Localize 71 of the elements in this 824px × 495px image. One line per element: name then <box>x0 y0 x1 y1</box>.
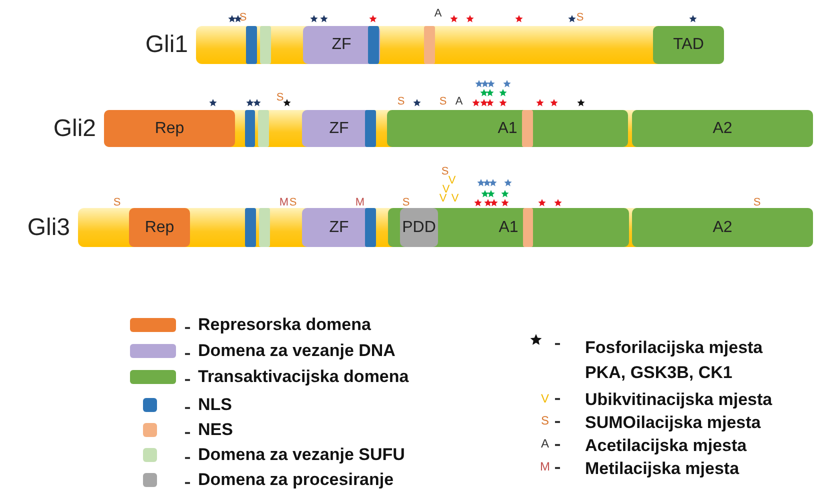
transactivation-domain <box>632 208 813 247</box>
legend-text: Domena za procesiranje <box>198 470 394 490</box>
domain-label: A2 <box>712 218 732 236</box>
repressor-domain <box>129 208 190 247</box>
acetylation-mark: A <box>434 8 442 20</box>
sumoylation-mark: S <box>113 198 121 208</box>
sufu-binding-segment <box>259 208 270 247</box>
sumoylation-mark: S <box>753 198 761 208</box>
ubiquitination-mark: V <box>451 194 459 204</box>
transactivation-domain <box>632 110 813 147</box>
sumoylation-mark: S <box>402 198 410 208</box>
domain-label: ZF <box>329 120 349 138</box>
domain-label: ZF <box>332 36 352 54</box>
nls-segment <box>246 26 257 64</box>
legend-text: NLS <box>198 395 232 415</box>
legend-text: Domena za vezanje SUFU <box>198 445 405 465</box>
nes-segment <box>424 26 435 64</box>
legend-text: Domena za vezanje DNA <box>198 341 396 361</box>
zinc-finger-domain <box>303 26 380 64</box>
protein-name: Gli1 <box>145 31 188 59</box>
domain-label: A1 <box>498 218 518 236</box>
legend-symbol: M <box>540 462 550 472</box>
methylation-mark: M <box>279 198 289 208</box>
sumoylation-mark: S <box>441 166 449 178</box>
processing-domain <box>400 208 438 247</box>
sumoylation-mark: S <box>276 92 284 104</box>
acetylation-mark: A <box>455 96 463 108</box>
legend-text: Represorska domena <box>198 315 371 335</box>
domain-label: TAD <box>673 36 704 54</box>
legend-symbol: S <box>541 416 549 426</box>
domain-label: A1 <box>498 120 518 138</box>
nls-segment <box>365 110 376 147</box>
legend-text: NES <box>198 420 233 440</box>
sufu-binding-segment <box>260 26 271 64</box>
legend-text: SUMOilacijska mjesta <box>585 413 761 433</box>
methylation-mark: M <box>355 198 365 208</box>
transactivation-domain <box>388 208 629 247</box>
ubiquitination-mark: V <box>439 194 447 204</box>
legend-text: Metilacijska mjesta <box>585 459 740 479</box>
legend-text: Fosforilacijska mjesta PKA, GSK3B, CK1 <box>585 337 764 384</box>
nls-segment <box>365 208 376 247</box>
nls-segment <box>368 26 379 64</box>
sumoylation-mark: S <box>397 96 405 108</box>
protein-name: Gli3 <box>27 214 70 242</box>
sumoylation-mark: S <box>439 96 447 108</box>
repressor-domain <box>104 110 235 147</box>
domain-label: A2 <box>712 120 732 138</box>
nls-segment <box>245 208 256 247</box>
domain-label: PDD <box>402 218 436 236</box>
nes-segment <box>522 110 533 147</box>
sumoylation-mark: S <box>576 12 584 24</box>
legend-text: Ubikvitinacijska mjesta <box>585 390 772 410</box>
transactivation-domain <box>387 110 628 147</box>
legend-text: Transaktivacijska domena <box>198 367 409 387</box>
ubiquitination-mark: V <box>448 176 456 186</box>
legend-text: Acetilacijska mjesta <box>585 436 747 456</box>
zinc-finger-domain <box>302 110 376 147</box>
ubiquitination-mark: V <box>442 184 450 196</box>
sumoylation-mark: S <box>289 198 297 208</box>
domain-label: Rep <box>154 120 184 138</box>
legend-symbol: V <box>541 394 549 404</box>
zinc-finger-domain <box>302 208 376 247</box>
domain-label: ZF <box>329 218 349 236</box>
sumoylation-mark: S <box>239 12 247 24</box>
transactivation-domain <box>653 26 724 64</box>
nes-segment <box>523 208 533 247</box>
legend-symbol: A <box>541 438 549 450</box>
protein-name: Gli2 <box>53 114 96 142</box>
domain-label: Rep <box>144 218 174 236</box>
nls-segment <box>245 110 255 147</box>
sufu-binding-segment <box>258 110 269 147</box>
